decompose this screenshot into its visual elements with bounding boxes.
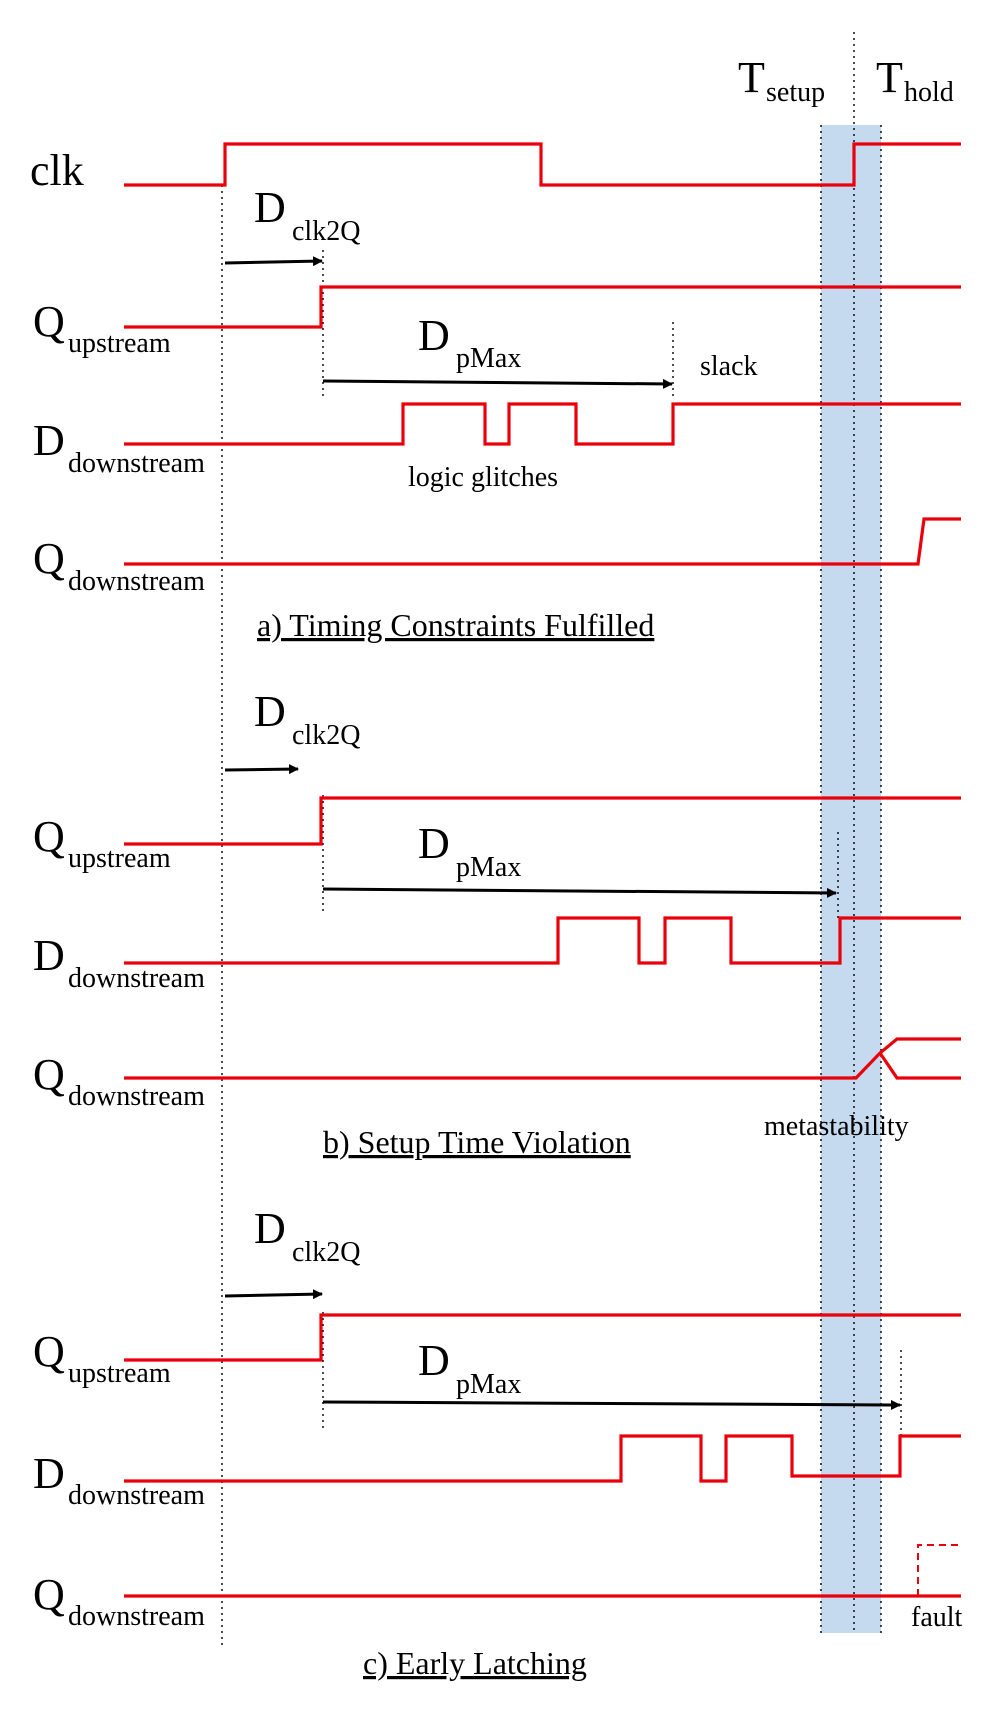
d-downstream-label-b: D	[33, 931, 65, 980]
q-upstream-waveform-b	[124, 796, 961, 846]
clk2q-arrow-a	[224, 256, 323, 267]
clk2q-label-a: D	[254, 183, 286, 232]
q-upstream-waveform-a	[124, 285, 961, 329]
pmax-label-c: D	[418, 1336, 450, 1385]
d-downstream-subscript-c: downstream	[68, 1480, 205, 1511]
clk2q-label-b: D	[254, 687, 286, 736]
q-upstream-subscript-c: upstream	[68, 1358, 171, 1389]
q-downstream-label-c: Q	[33, 1570, 65, 1619]
d-downstream-waveform-b	[124, 916, 961, 965]
caption-b: b) Setup Time Violation	[323, 1124, 631, 1160]
t-hold-label: T	[876, 53, 903, 102]
q-upstream-subscript-b: upstream	[68, 843, 171, 874]
pmax-arrow-a	[322, 378, 673, 389]
d-downstream-waveform-c	[124, 1434, 961, 1483]
q-downstream-label-a: Q	[33, 534, 65, 583]
clk-waveform	[124, 142, 961, 187]
t-setup-subscript: setup	[766, 77, 825, 108]
q-downstream-subscript-b: downstream	[68, 1081, 205, 1112]
clk2q-arrow-b	[224, 764, 299, 775]
q-downstream-label-b: Q	[33, 1050, 65, 1099]
caption-c: c) Early Latching	[363, 1645, 587, 1681]
d-downstream-label-a: D	[33, 416, 65, 465]
pmax-label-b: D	[418, 819, 450, 868]
clk2q-subscript-c: clk2Q	[292, 1237, 360, 1268]
q-downstream-fault-waveform	[917, 1544, 961, 1596]
q-downstream-metastable-branch	[878, 1052, 961, 1080]
q-upstream-label-c: Q	[33, 1327, 65, 1376]
pmax-subscript-b: pMax	[456, 852, 521, 883]
clk2q-label-c: D	[254, 1204, 286, 1253]
fault-annotation: fault	[911, 1602, 963, 1633]
clk2q-subscript-a: clk2Q	[292, 216, 360, 247]
q-downstream-waveform-a	[124, 517, 961, 566]
q-downstream-subscript-c: downstream	[68, 1601, 205, 1632]
slack-annotation: slack	[700, 351, 758, 382]
d-downstream-label-c: D	[33, 1449, 65, 1498]
d-downstream-waveform-a	[124, 402, 961, 446]
d-downstream-subscript-a: downstream	[68, 448, 205, 479]
q-upstream-subscript-a: upstream	[68, 328, 171, 359]
clk2q-arrow-c	[224, 1289, 323, 1300]
logic-glitches-annotation: logic glitches	[408, 462, 558, 493]
d-downstream-subscript-b: downstream	[68, 963, 205, 994]
pmax-label-a: D	[418, 311, 450, 360]
pmax-arrow-c	[322, 1399, 901, 1410]
q-upstream-waveform-c	[124, 1313, 961, 1362]
pmax-subscript-a: pMax	[456, 343, 521, 374]
pmax-arrow-b	[322, 887, 837, 898]
metastability-annotation: metastability	[764, 1111, 909, 1142]
clk-label: clk	[30, 146, 84, 195]
q-upstream-label-b: Q	[33, 812, 65, 861]
pmax-subscript-c: pMax	[456, 1369, 521, 1400]
caption-a: a) Timing Constraints Fulfilled	[257, 607, 654, 643]
setup-hold-window	[821, 125, 881, 1633]
clk2q-subscript-b: clk2Q	[292, 720, 360, 751]
t-hold-subscript: hold	[904, 77, 954, 108]
q-downstream-subscript-a: downstream	[68, 566, 205, 597]
t-setup-label: T	[738, 53, 765, 102]
q-upstream-label-a: Q	[33, 297, 65, 346]
